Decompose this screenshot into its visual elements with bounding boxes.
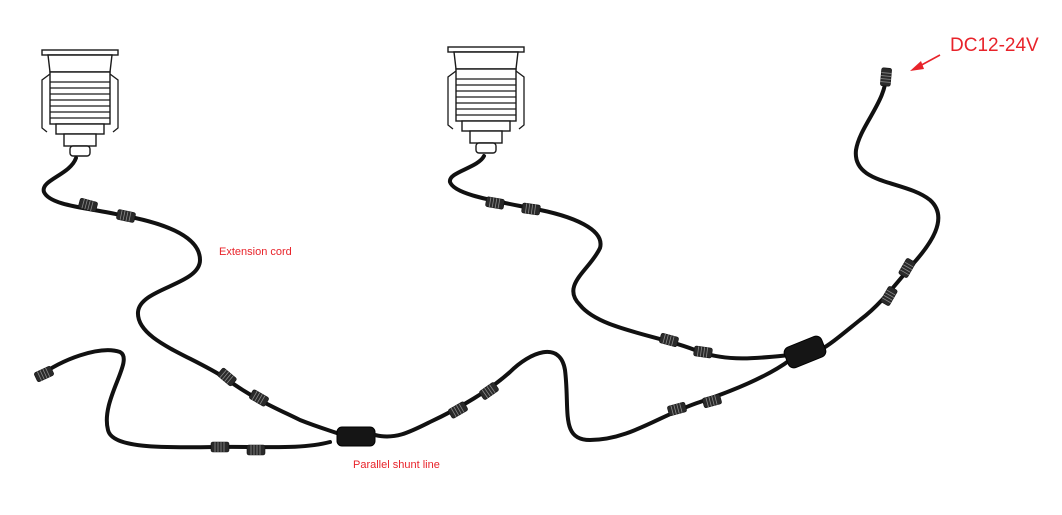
downlight-lamp-middle [447, 46, 525, 154]
connector [33, 365, 55, 383]
connector [658, 332, 680, 348]
connector [246, 444, 266, 456]
extension-cord-cable [41, 156, 347, 438]
parallel-shunt-splitter-right [783, 335, 827, 369]
connector [692, 345, 714, 359]
lamp-two-cable [448, 154, 792, 361]
connector [520, 202, 542, 216]
connector [210, 441, 230, 453]
connector [77, 197, 99, 213]
connector [879, 285, 899, 307]
connector [879, 67, 893, 87]
parallel-shunt-splitter-left [336, 426, 376, 447]
extension-cord-label: Extension cord [219, 246, 292, 258]
downlight-lamp-left [41, 49, 119, 157]
connector [666, 401, 688, 417]
trunk-cable [373, 349, 792, 442]
connector [484, 196, 506, 210]
power-input-label: DC12-24V [950, 35, 1039, 56]
left-input-cable [38, 348, 332, 450]
connector [115, 208, 137, 224]
arrow-icon [910, 54, 941, 71]
power-input-cable [818, 70, 941, 352]
connector [701, 393, 723, 409]
parallel-shunt-line-label: Parallel shunt line [353, 459, 440, 471]
